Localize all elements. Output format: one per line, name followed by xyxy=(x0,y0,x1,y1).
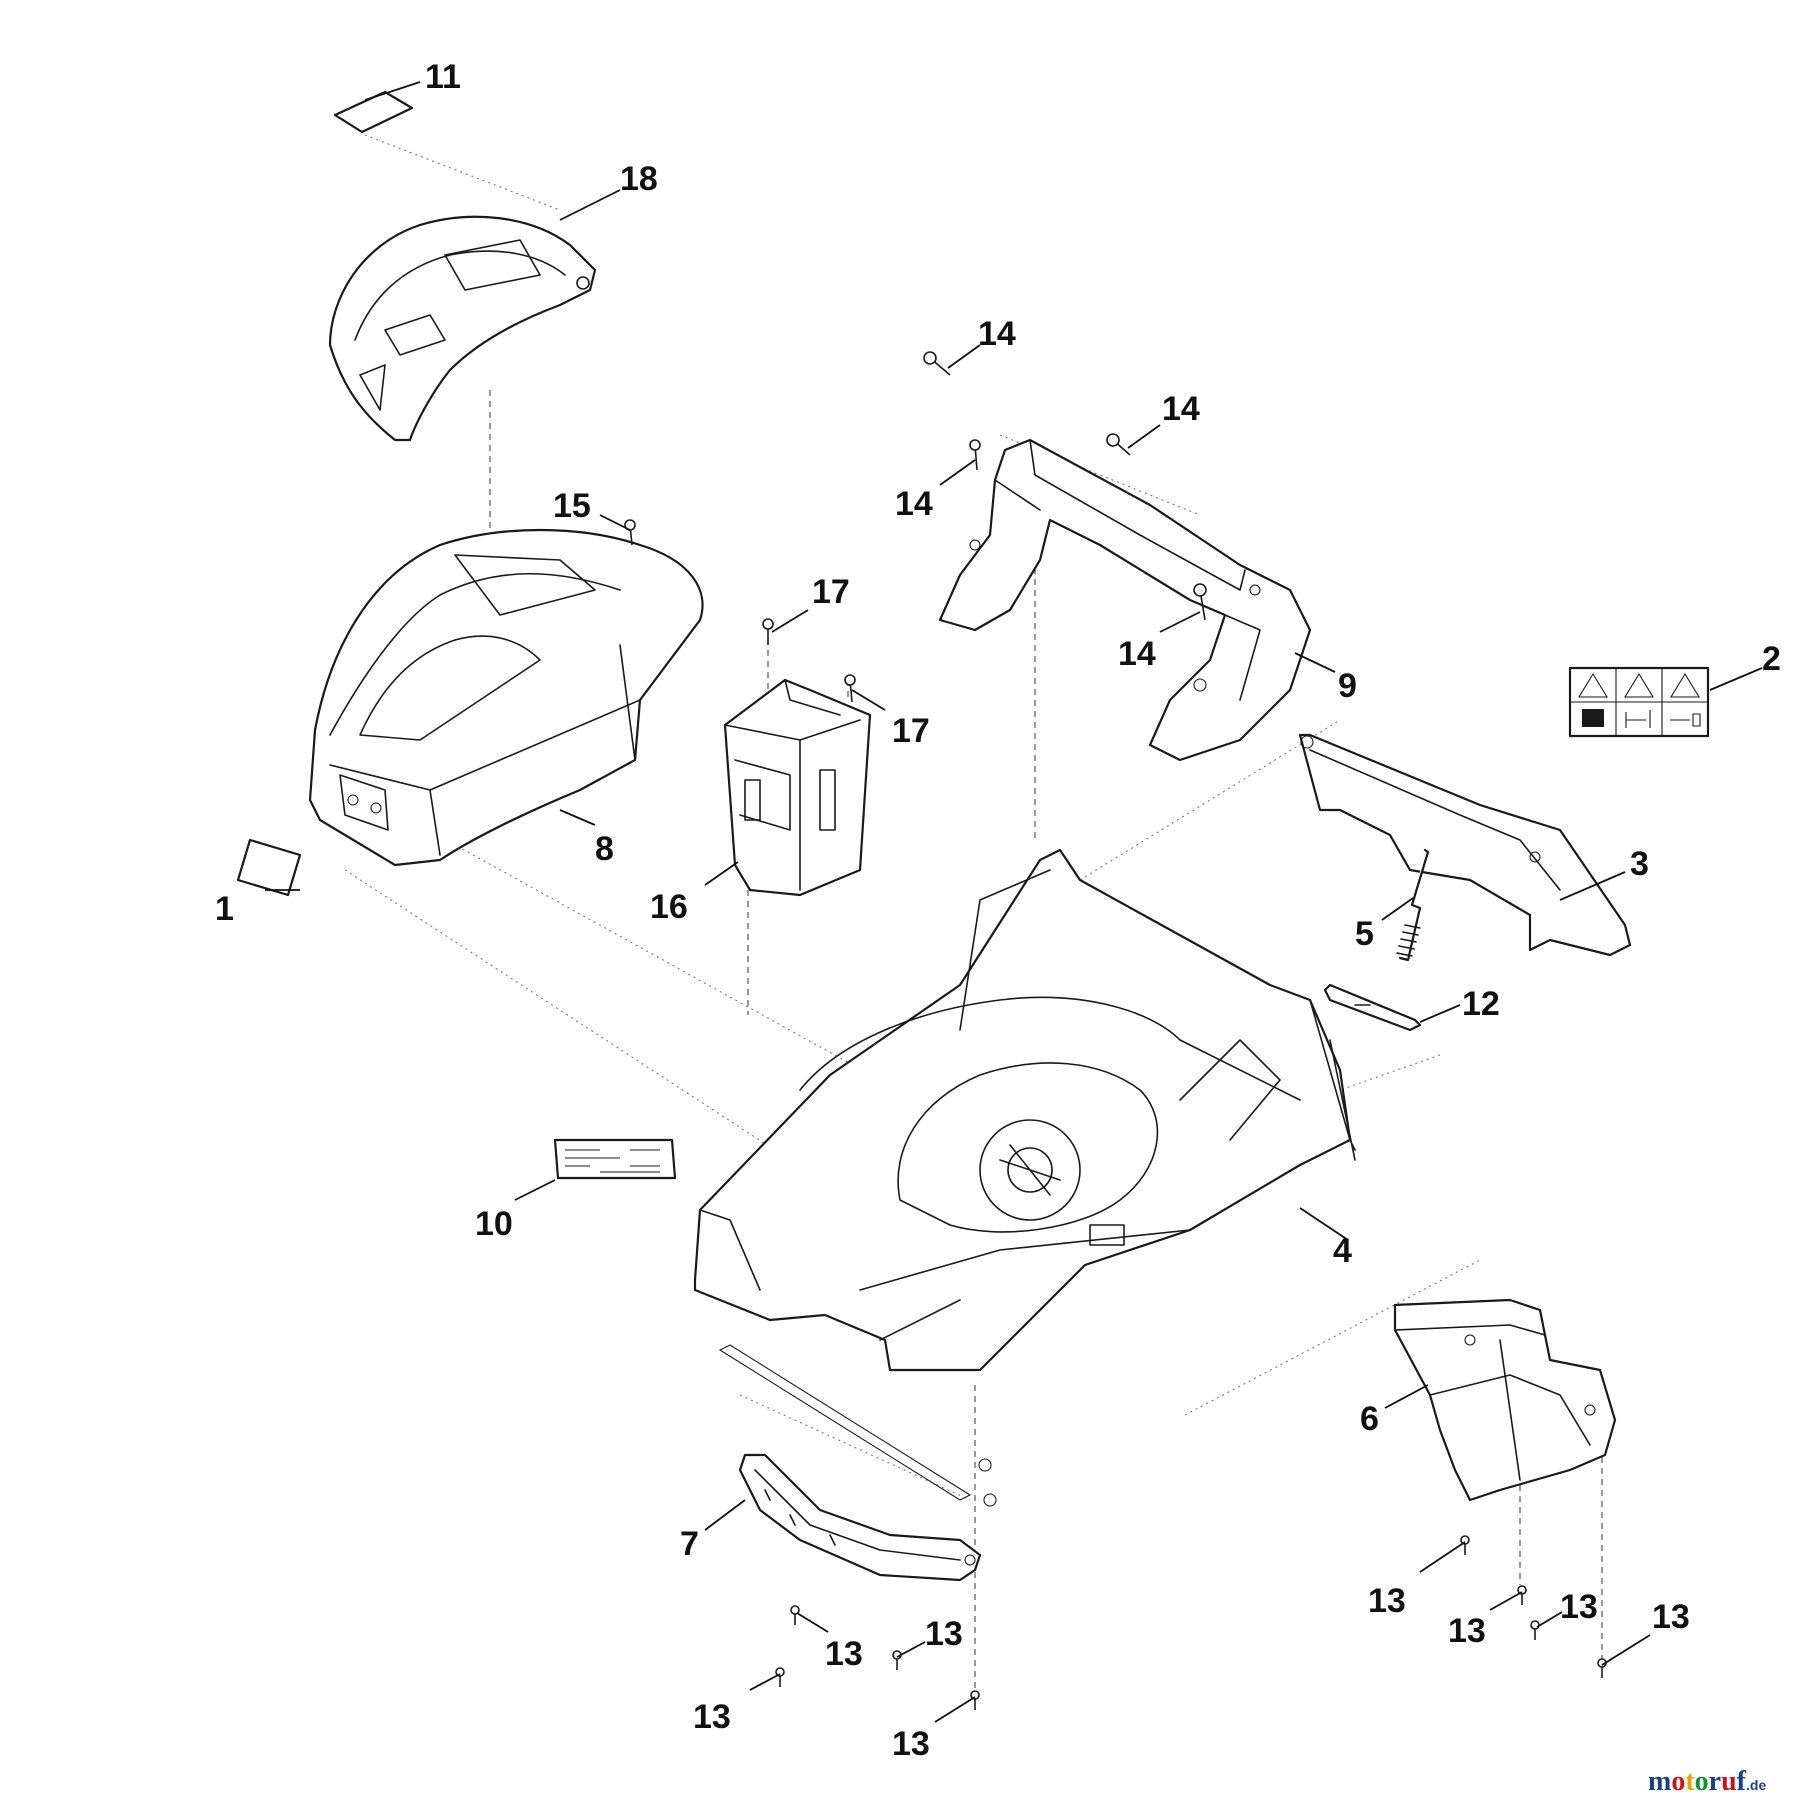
axle-rod xyxy=(718,1344,997,1507)
callout-6: 6 xyxy=(1360,1400,1379,1438)
screw-13a xyxy=(790,1605,800,1625)
blade-hazard-icon xyxy=(1670,672,1700,698)
callout-18: 18 xyxy=(620,160,658,198)
screw-13c xyxy=(892,1650,902,1670)
part-9-handle xyxy=(938,438,1312,762)
part-16-battery-compartment xyxy=(723,678,872,897)
screw-14a xyxy=(923,351,951,376)
part-18-top-cover xyxy=(328,215,597,442)
callout-13f: 13 xyxy=(1448,1612,1486,1650)
manual-book-icon xyxy=(1582,709,1604,727)
callout-13c: 13 xyxy=(925,1615,963,1653)
callout-labels: 1 2 3 4 5 6 7 8 9 10 11 12 13 13 13 13 1… xyxy=(215,58,1781,1763)
callout-13d: 13 xyxy=(892,1725,930,1763)
callout-10: 10 xyxy=(475,1205,513,1243)
part-2-warning-label xyxy=(1568,666,1710,738)
screw-17a xyxy=(762,618,774,645)
watermark-letter: r xyxy=(1709,1766,1721,1797)
callout-14a: 14 xyxy=(978,315,1016,353)
callout-13a: 13 xyxy=(825,1635,863,1673)
callout-17a: 17 xyxy=(812,573,850,611)
screw-13d xyxy=(970,1690,980,1710)
callout-3: 3 xyxy=(1630,845,1649,883)
watermark-letter: u xyxy=(1721,1766,1737,1797)
screw-17b xyxy=(844,674,856,703)
callout-13e: 13 xyxy=(1368,1582,1406,1620)
callout-7: 7 xyxy=(680,1525,699,1563)
screw-13h xyxy=(1597,1658,1607,1678)
part-8-battery-housing xyxy=(308,528,704,867)
callout-1: 1 xyxy=(215,890,234,928)
part-5-spring xyxy=(1396,848,1430,962)
callout-16: 16 xyxy=(650,888,688,926)
distance-icon xyxy=(1625,710,1651,728)
watermark-logo: motoruf.de xyxy=(1648,1766,1766,1797)
callout-14d: 14 xyxy=(1118,635,1156,673)
screw-13f xyxy=(1517,1585,1527,1605)
callout-8: 8 xyxy=(595,830,614,868)
part-12-hinge-rod xyxy=(1323,983,1422,1032)
watermark-brand: motoruf xyxy=(1648,1766,1747,1797)
part-1-label xyxy=(236,838,302,897)
watermark-letter: m xyxy=(1648,1766,1671,1797)
part-6-mulch-insert xyxy=(1393,1298,1617,1502)
callout-11: 11 xyxy=(425,58,461,96)
callout-2: 2 xyxy=(1762,640,1781,678)
callout-13h: 13 xyxy=(1652,1598,1690,1636)
unplug-icon xyxy=(1670,713,1701,727)
screw-14c xyxy=(1106,433,1131,456)
screw-15 xyxy=(624,519,636,546)
watermark-letter: o xyxy=(1695,1766,1709,1797)
watermark-letter: o xyxy=(1671,1766,1685,1797)
callout-15: 15 xyxy=(553,487,591,525)
leader-lines xyxy=(265,81,1763,1723)
callout-17b: 17 xyxy=(892,712,930,750)
screw-13g xyxy=(1530,1620,1540,1640)
part-3-rear-flap xyxy=(1298,733,1632,957)
part-7-front-bracket xyxy=(738,1453,982,1582)
screw-13b xyxy=(775,1667,785,1687)
callout-9: 9 xyxy=(1338,667,1357,705)
hand-hazard-icon xyxy=(1624,672,1654,698)
callout-13b: 13 xyxy=(693,1698,731,1736)
watermark-letter: f xyxy=(1737,1766,1747,1797)
watermark-letter: t xyxy=(1685,1766,1695,1797)
callout-4: 4 xyxy=(1333,1232,1352,1270)
screw-13e xyxy=(1460,1535,1470,1555)
screws xyxy=(624,351,1607,1710)
svg-text:motoruf.de: motoruf.de xyxy=(1648,1766,1766,1797)
screw-14b xyxy=(969,439,981,471)
callout-14b: 14 xyxy=(895,485,933,523)
screw-14d xyxy=(1193,583,1207,621)
callout-12: 12 xyxy=(1462,985,1500,1023)
part-4-mower-deck xyxy=(693,848,1356,1372)
part-10-rating-label xyxy=(553,1138,677,1180)
callout-14c: 14 xyxy=(1162,390,1200,428)
callout-5: 5 xyxy=(1355,915,1374,953)
watermark-suffix: .de xyxy=(1746,1777,1766,1793)
callout-13g: 13 xyxy=(1560,1588,1598,1626)
warning-triangle-icon xyxy=(1578,672,1608,698)
